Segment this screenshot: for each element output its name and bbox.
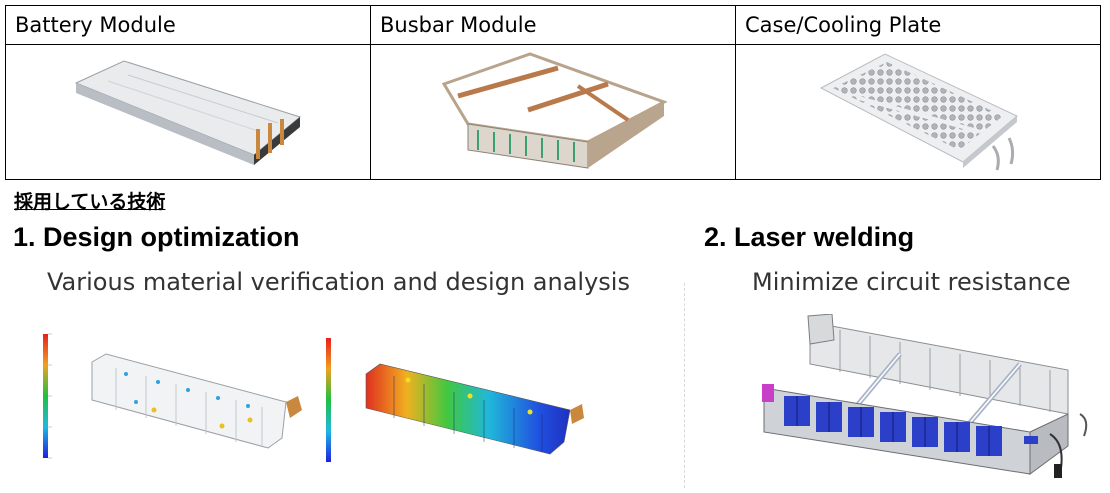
deformation-analysis-image: [326, 338, 584, 462]
case-cooling-plate-image: [819, 53, 1018, 171]
header-busbar-module: Busbar Module: [370, 5, 736, 45]
case-cooling-plate-image-cell: [735, 44, 1101, 180]
component-table: Battery Module Busbar Module Case/Coolin…: [5, 5, 1101, 180]
battery-module-image: [74, 60, 302, 165]
header-case-cooling-plate: Case/Cooling Plate: [735, 5, 1101, 45]
section-title-design-optimization: 1. Design optimization: [13, 222, 300, 252]
technologies-heading: 採用している技術: [14, 191, 166, 213]
section-title-laser-welding: 2. Laser welding: [704, 222, 915, 252]
section-subtitle-laser-welding: Minimize circuit resistance: [752, 268, 1071, 296]
header-battery-module: Battery Module: [5, 5, 371, 45]
laser-welding-image: [762, 314, 1088, 478]
section-subtitle-design-optimization: Various material verification and design…: [47, 268, 630, 296]
busbar-module-image: [441, 52, 668, 169]
busbar-module-image-cell: [370, 44, 736, 180]
battery-module-image-cell: [5, 44, 371, 180]
section-divider: [684, 283, 685, 488]
stress-analysis-image: [43, 333, 302, 459]
